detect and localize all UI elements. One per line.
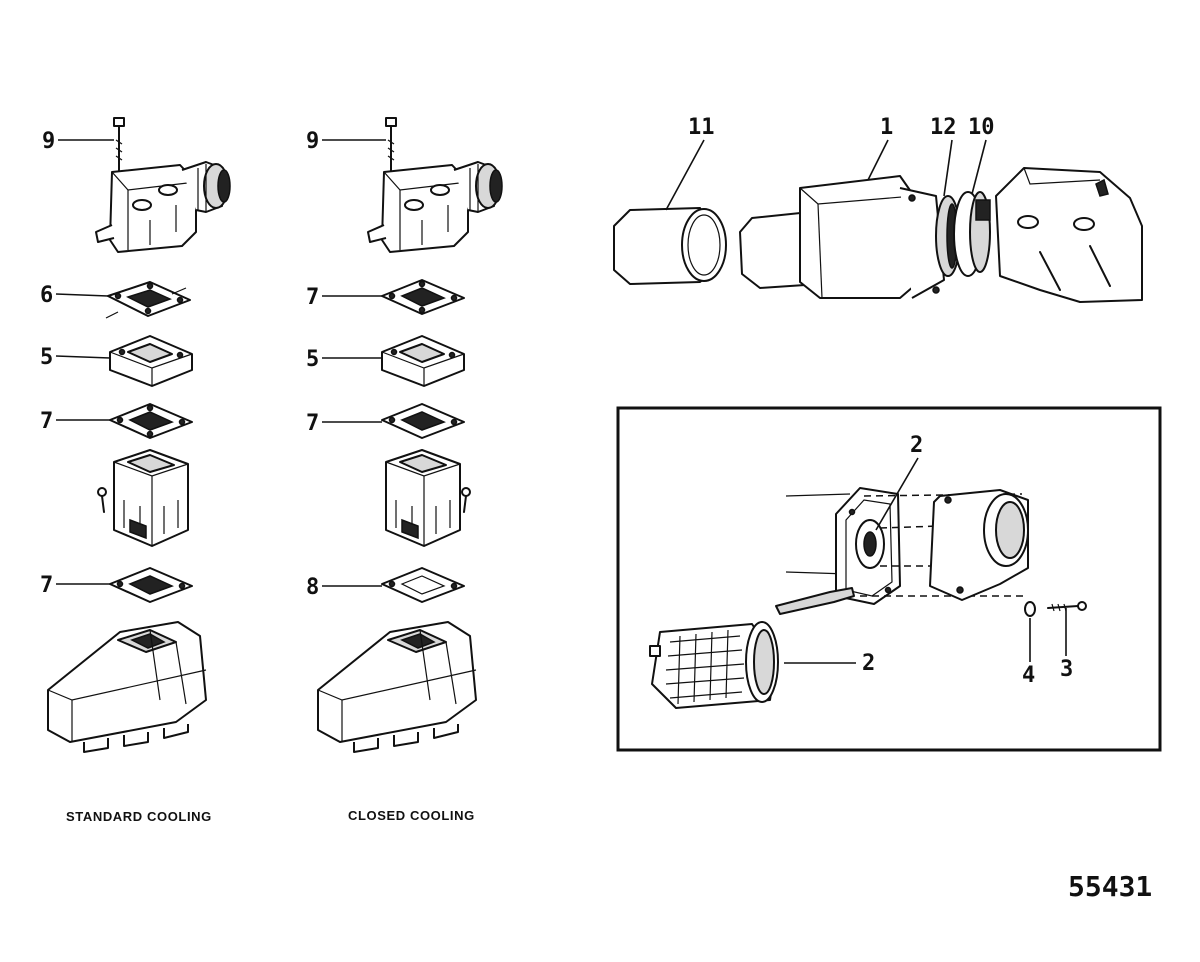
callout-7: 7 (306, 411, 319, 436)
elbow-assembly (613, 167, 1143, 303)
screen-part-2 (649, 621, 779, 709)
inset-assembly (649, 487, 1087, 709)
engine-head (995, 167, 1143, 303)
callout-12: 12 (930, 115, 957, 140)
riser-block (97, 449, 189, 547)
callout-5: 5 (306, 347, 319, 372)
callout-7: 7 (40, 573, 53, 598)
callout-3: 3 (1060, 657, 1073, 682)
figure-number: 55431 (1068, 870, 1152, 903)
exhaust-elbow (95, 161, 231, 253)
sleeve-part-11 (613, 207, 727, 285)
elbow-body-part-1 (799, 175, 945, 299)
screw-part-3 (1047, 601, 1087, 612)
riser-block (385, 449, 471, 547)
callout-5: 5 (40, 345, 53, 370)
washer-part-4 (1024, 601, 1036, 617)
callouts-standard: 9 6 5 7 7 (40, 129, 114, 598)
callout-2: 2 (910, 433, 923, 458)
callout-11: 11 (688, 115, 715, 140)
gasket-part-7 (109, 567, 193, 603)
callout-2: 2 (862, 651, 875, 676)
caption-standard-cooling: STANDARD COOLING (66, 809, 212, 824)
exhaust-manifold (317, 621, 477, 753)
callouts-closed: 9 7 5 7 8 (306, 129, 386, 600)
caption-closed-cooling: CLOSED COOLING (348, 808, 475, 823)
gasket-part-7 (381, 403, 465, 439)
inset-frame (616, 406, 1162, 752)
callout-9: 9 (42, 129, 55, 154)
callout-6: 6 (40, 283, 53, 308)
callout-4: 4 (1022, 663, 1035, 688)
gasket-part-7 (381, 279, 465, 315)
callouts-elbow: 11 1 12 10 (665, 115, 995, 211)
exhaust-manifold (47, 621, 207, 753)
spacer-part-5 (381, 335, 465, 387)
callout-10: 10 (968, 115, 995, 140)
exhaust-cup (929, 489, 1029, 601)
callout-7: 7 (40, 409, 53, 434)
bolt-part-9 (385, 117, 397, 173)
closed-cooling-stack (317, 117, 503, 753)
standard-cooling-stack (47, 117, 231, 753)
sensor-wire (775, 587, 855, 615)
gasket-part-7 (109, 403, 193, 439)
callout-9: 9 (306, 129, 319, 154)
callout-7: 7 (306, 285, 319, 310)
bolt-part-9 (113, 117, 125, 173)
callouts-inset: 2 2 4 3 (784, 433, 1073, 688)
gasket-part-6 (105, 281, 191, 319)
exhaust-elbow (367, 161, 503, 253)
gasket-part-8 (381, 567, 465, 603)
hose-part-10 (953, 191, 991, 277)
callout-1: 1 (880, 115, 893, 140)
spacer-part-5 (109, 335, 193, 387)
callout-8: 8 (306, 575, 319, 600)
